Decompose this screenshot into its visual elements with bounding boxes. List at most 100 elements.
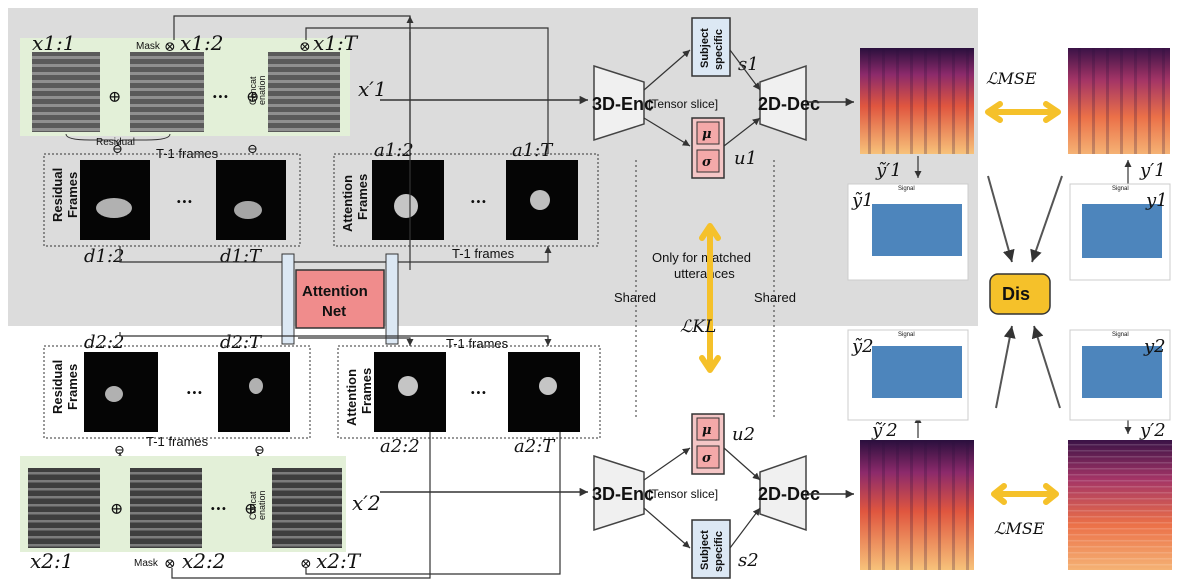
label-y1: y1 [1145,190,1168,211]
mouth-frame-2-T [272,468,342,548]
subject-specific-2-a: Subject [699,530,711,570]
matched-label-1: Only for matched [652,250,751,265]
residual-frames-label-1a: Residual [50,168,65,222]
lkl: ℒKL [680,317,716,337]
shared-label-2: Shared [754,290,796,305]
ellipsis-res-1: ··· [176,192,193,211]
subject-specific-2-b: specific [713,531,725,572]
mask-label-2: Mask [134,558,159,569]
label-d22: d2:2 [84,332,125,353]
otimes-2-2: ⊗ [164,556,176,572]
t1-frames-label-1: T-1 frames [156,146,219,161]
label-s1: s1 [738,54,759,75]
label-x12: x1:2 [180,31,223,55]
decoder-2-label: 2D-Dec [758,484,820,504]
oplus-2a: ⊕ [110,499,123,518]
mouth-frame-1-T [268,52,340,132]
ominus-2a: ⊖ [114,443,125,458]
label-yt2: ỹ2 [851,336,874,357]
encoder-1-label: 3D-Enc [592,94,654,114]
t1-frames-label-3: T-1 frames [446,336,509,351]
label-y2: y2 [1143,336,1166,357]
mu-2: μ [702,423,712,438]
ominus-1a: ⊖ [112,142,123,157]
lmse-2: ℒMSE [994,519,1045,538]
label-yt2p: ỹ′2 [871,420,898,441]
subject-specific-1-b: specific [713,29,725,70]
label-d2T: d2:T [220,332,263,353]
label-x22: x2:2 [182,549,225,573]
residual-frames-box-1 [43,153,301,247]
discriminator [989,273,1051,315]
concat-label-1a: Concat [248,76,258,105]
subject-specific-2 [691,519,731,579]
label-x21: x2:1 [30,549,73,573]
signal-title-1: Signal [898,186,915,192]
mouth-frame-1-1 [32,52,100,132]
signal-title-4: Signal [1112,332,1129,338]
sigma-2: σ [702,451,712,466]
attention-net-label-2: Net [322,303,346,320]
mu-1: μ [702,127,712,142]
concat-label-2b: enation [257,490,267,520]
concat-label-2a: Concat [248,491,258,520]
concat-label-1b: enation [257,75,267,105]
encoder-2 [593,454,645,532]
decoder-1-label: 2D-Dec [758,94,820,114]
attention-frames-label-1a: Attention [340,175,355,232]
residual-frames-label-2a: Residual [50,360,65,414]
mouth-frame-1-2 [130,52,204,132]
label-a12: a1:2 [374,140,414,161]
label-x1p: x′1 [358,77,387,101]
label-a22: a2:2 [380,436,420,457]
t1-frames-label-2: T-1 frames [452,246,515,261]
ellipsis-2: ··· [210,499,227,518]
otimes-2-T: ⊗ [300,556,312,572]
label-x11: x1:1 [32,31,75,55]
residual-frames-box-2 [43,345,311,439]
subject-specific-1 [691,17,731,77]
mouth-frame-2-2 [130,468,202,548]
oplus-1b: ⊕ [246,87,259,106]
decoder-1 [759,64,807,142]
tensor-slice-1: [Tensor slice] [648,97,718,111]
ellipsis-att-2: ··· [470,383,487,402]
matched-label-2: utterances [674,266,735,281]
otimes-1-T: ⊗ [299,39,311,55]
mouth-frame-2-1 [28,468,100,548]
label-y2p: y′2 [1139,420,1166,441]
ellipsis-1: ··· [212,87,229,106]
label-s2: s2 [738,550,759,571]
kl-arrow [699,223,721,373]
mask-label-1: Mask [136,41,161,52]
attention-net-label-1: Attention [302,283,368,300]
label-x1T: x1:T [313,31,359,55]
oplus-2b: ⊕ [244,499,257,518]
attention-frames-label-2a: Attention [344,369,359,426]
sigma-1: σ [702,155,712,170]
decoder-2 [759,454,807,532]
residual-brace-1 [65,133,171,147]
lmse-1: ℒMSE [986,69,1037,88]
residual-frames-label-2b: Frames [65,364,80,410]
label-x2p: x′2 [352,491,381,515]
label-u1: u1 [734,148,757,169]
label-u2: u2 [732,424,755,445]
otimes-1-2: ⊗ [164,39,176,55]
ellipsis-res-2: ··· [186,383,203,402]
label-a1T: a1:T [512,140,554,161]
attention-frames-box-1 [333,153,599,247]
attention-frames-label-2b: Frames [359,368,374,414]
residual-frames-label-1b: Frames [65,172,80,218]
label-d1T: d1:T [220,246,263,267]
t1-frames-label-4: T-1 frames [146,434,209,449]
encoder-2-label: 3D-Enc [592,484,654,504]
label-d12: d1:2 [84,246,125,267]
ominus-2b: ⊖ [254,443,265,458]
attention-net [295,269,385,329]
mse-arrow-1 [985,101,1061,123]
label-a2T: a2:T [514,436,556,457]
ominus-1b: ⊖ [247,142,258,157]
label-y1p: y′1 [1139,160,1166,181]
tensor-slice-2: [Tensor slice] [648,487,718,501]
